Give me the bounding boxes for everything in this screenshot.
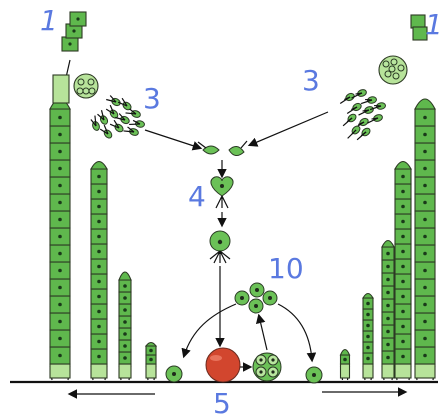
zoospore xyxy=(97,110,109,125)
arrow-spores-right-to-fusion xyxy=(247,111,329,147)
filament-right-tall xyxy=(414,98,436,381)
filament-left-short xyxy=(118,271,132,381)
zoospores-right xyxy=(339,89,386,141)
filament-right-tiny xyxy=(339,348,351,381)
arrow-spores10-to-left-germling xyxy=(181,303,237,359)
gamete-fusion xyxy=(197,140,248,156)
right-filaments xyxy=(339,14,436,381)
zoospores-left xyxy=(90,95,145,139)
label-10: 10 xyxy=(268,252,304,285)
zygote-heart xyxy=(210,176,234,209)
zoospore xyxy=(353,117,369,129)
zoospore xyxy=(347,125,361,139)
arrow-spores10-to-right-germling xyxy=(277,303,317,363)
zoospore xyxy=(346,102,362,114)
zoospore xyxy=(129,119,145,128)
left-gametangium-chain xyxy=(52,11,99,104)
sporangium-meiospores xyxy=(252,352,282,382)
zoospore xyxy=(356,127,371,141)
arrow-spores-left-to-fusion xyxy=(144,129,203,151)
zoospore xyxy=(369,102,386,111)
left-filaments xyxy=(49,11,158,381)
label-5: 5 xyxy=(213,387,231,415)
label-1-right: 1 xyxy=(425,8,443,41)
arrow-sporangium-to-spores10 xyxy=(255,313,268,351)
label-3-right: 3 xyxy=(302,64,320,97)
zoospore xyxy=(351,89,367,99)
label-1-left: 1 xyxy=(40,4,58,37)
spores-10 xyxy=(234,282,278,314)
zoospore xyxy=(115,113,130,125)
zoospore xyxy=(90,115,100,131)
zoospore xyxy=(99,124,113,139)
zoospore xyxy=(342,113,357,127)
label-3-left: 3 xyxy=(143,82,161,115)
zoospore xyxy=(125,108,141,118)
zoospore xyxy=(339,92,355,104)
zoospore xyxy=(123,126,139,136)
filament-left-tall xyxy=(49,98,71,381)
filament-right-small xyxy=(362,292,374,381)
zoospore xyxy=(106,95,121,107)
zoospore xyxy=(367,114,383,124)
right-gametangium-chain xyxy=(378,14,428,85)
filament-right-mid xyxy=(394,160,412,381)
planozygote xyxy=(209,230,231,264)
red-zygote xyxy=(205,347,241,383)
zoospore xyxy=(109,119,124,133)
zoospore xyxy=(360,96,377,105)
filament-left-tiny xyxy=(144,341,158,381)
germling-right xyxy=(305,366,323,384)
germling-left xyxy=(165,365,183,383)
filament-left-mid xyxy=(90,160,108,381)
zoospore xyxy=(105,104,119,119)
filament-right-short xyxy=(381,239,395,381)
label-4: 4 xyxy=(188,180,206,213)
